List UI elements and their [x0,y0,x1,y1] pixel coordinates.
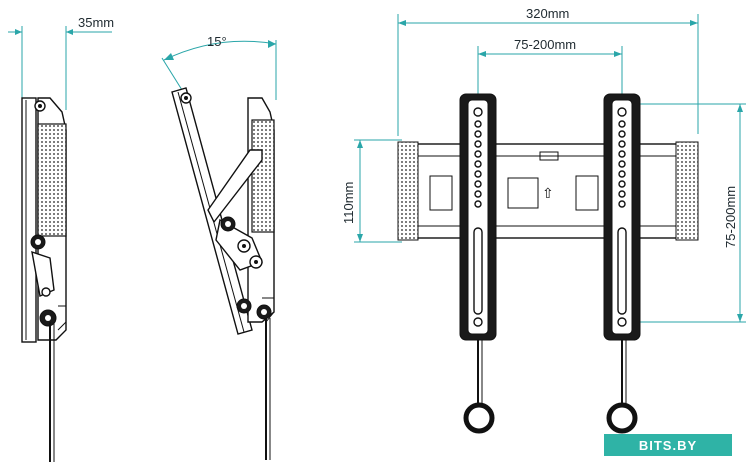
overall-width-label: 320mm [526,6,569,21]
front-view: 320mm 75-200mm 110mm 75-200mm ⇧ [341,6,746,434]
right-pull-ring [606,402,638,434]
left-pull-ring [463,402,495,434]
side-view-vertical: 35mm [8,15,114,462]
right-arm-holes [617,107,627,327]
frame-height-label: 110mm [341,182,356,224]
left-arm-holes [473,107,483,327]
depth-dimension-label: 35mm [78,15,114,30]
up-arrow-icon: ⇧ [542,186,554,202]
watermark-logo: BITS.BY [604,434,732,456]
tilt-angle-label: 15° [207,34,227,49]
vesa-vertical-label: 75-200mm [723,186,738,248]
side-view-tilted: 15° [161,34,277,460]
vesa-horizontal-label: 75-200mm [514,37,576,52]
